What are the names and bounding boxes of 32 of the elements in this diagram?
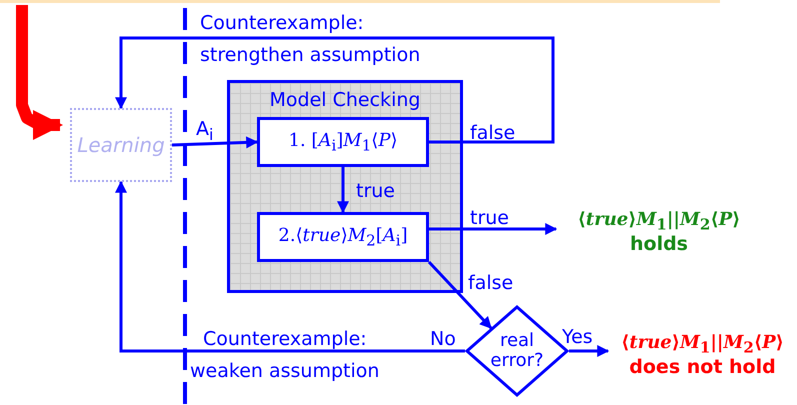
panel-heading: Model Checking [270, 89, 420, 111]
arrow [115, 180, 465, 352]
process-box [257, 117, 429, 167]
process-box [70, 108, 172, 182]
group-panel [227, 80, 463, 293]
arrow [115, 36, 554, 144]
edge-label: Yes [562, 326, 593, 348]
note-text: weaken assumption [190, 360, 380, 382]
arrow [429, 223, 558, 235]
bent-arrow [16, 5, 63, 140]
arrow [172, 136, 258, 148]
arrow [428, 260, 492, 330]
verdict-text: holds [630, 233, 688, 256]
arrow [337, 167, 349, 214]
node-label: 1. [A$_{i}$]M$_{1}$⟨P⟩ [288, 130, 398, 154]
edge-label: false [470, 122, 516, 144]
edge-label: true [470, 207, 509, 229]
formula-text: ⟨true⟩M$_{1}$||M$_{2}$⟨P⟩ [621, 332, 784, 356]
edge-label: No [430, 328, 456, 350]
arrow [569, 345, 610, 357]
node-label: 2.⟨true⟩M$_{2}$[A$_{i}$] [278, 224, 408, 250]
verdict-text: does not hold [629, 356, 776, 378]
node-label: Learning [77, 133, 165, 157]
process-box [257, 212, 429, 262]
note-text: Counterexample: [203, 328, 367, 350]
formula-text: ⟨true⟩M$_{1}$||M$_{2}$⟨P⟩ [578, 208, 740, 234]
edge-label: true [356, 180, 395, 202]
node-label: real error? [489, 331, 545, 371]
edge-label: false [468, 272, 514, 294]
edge-label: A$_{i}$ [196, 118, 214, 146]
note-text: Counterexample: [200, 12, 364, 34]
note-text: strengthen assumption [200, 44, 420, 66]
